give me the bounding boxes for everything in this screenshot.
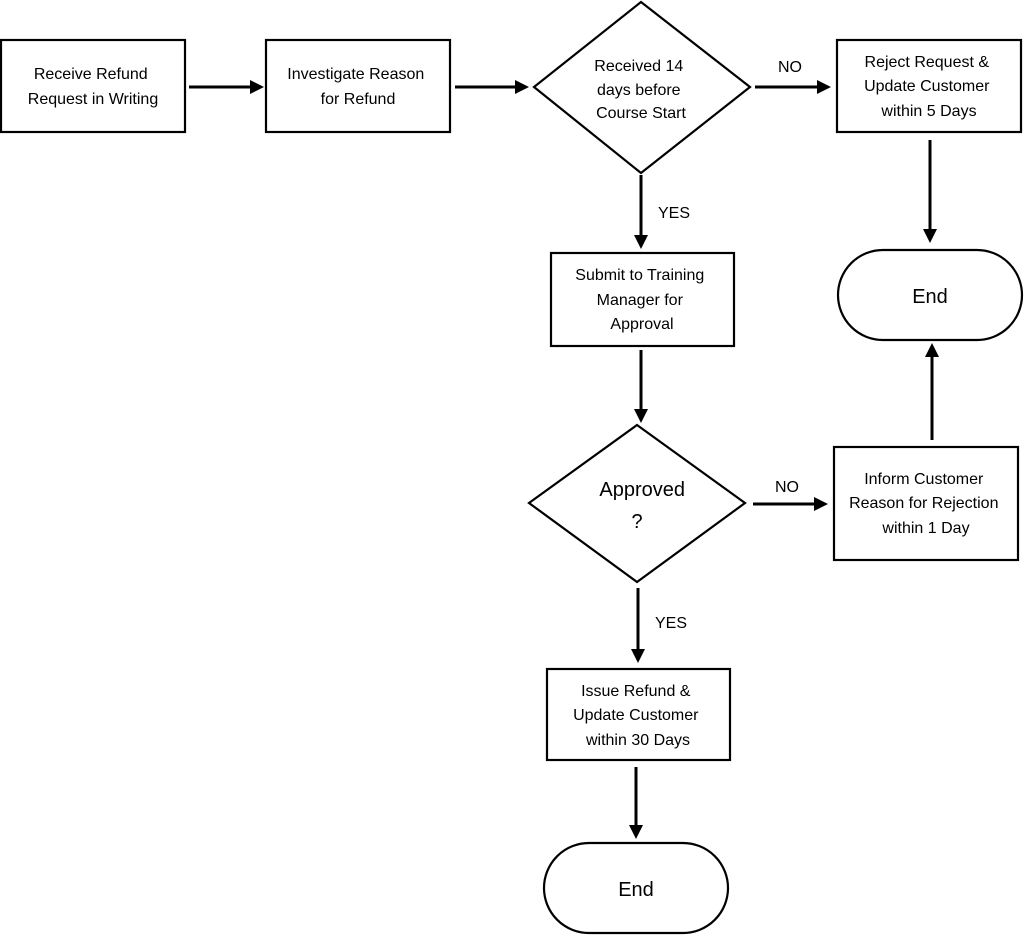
svg-text:Submit to Training Man: Submit to Training Manager for Approval (575, 267, 708, 333)
decision-received-14-days: Received 14 days before Course Start (532, 0, 752, 175)
edge-received-yes-to-submit: YES (634, 175, 690, 249)
svg-text:Issue Refund & Update: Issue Refund & Update Customer within 30… (573, 683, 703, 749)
svg-text:Reject Request & Updat: Reject Request & Update Customer within … (864, 54, 994, 120)
node-label-line: Issue Refund & (581, 683, 691, 700)
svg-text:Inform Customer Reason: Inform Customer Reason for Rejection wit… (849, 471, 1003, 537)
node-label-line: End (912, 286, 948, 308)
node-label-line: Inform Customer (864, 471, 984, 488)
edge-investigate-to-received (455, 80, 529, 94)
edge-label-approved-no: NO (775, 479, 799, 496)
node-label-line: ? (631, 511, 642, 533)
node-label-line: within 30 Days (585, 732, 690, 749)
edge-received-no-to-reject: NO (755, 59, 831, 94)
node-label-line: Reason for Rejection (849, 495, 998, 512)
node-label-line: within 5 Days (880, 103, 976, 120)
terminal-end-bottom: End (542, 841, 730, 935)
edge-approved-yes-to-issue: YES (631, 588, 687, 663)
node-label-line: Reject Request & (865, 54, 990, 71)
edge-inform-to-end (925, 343, 939, 440)
node-label-line: Manager for (597, 292, 684, 309)
node-label-line: Update Customer (573, 707, 699, 724)
node-label-line: Course Start (596, 105, 686, 122)
edge-reject-to-end (923, 140, 937, 243)
node-label-line: days before (597, 82, 681, 99)
edge-submit-to-approved (634, 350, 648, 423)
terminal-end-top: End (836, 248, 1024, 342)
node-label-line: Request in Writing (28, 91, 158, 108)
decision-approved: Approved ? (527, 423, 747, 584)
node-receive-refund-request: Receive Refund Request in Writing (0, 38, 187, 134)
node-label-line: within 1 Day (881, 520, 969, 537)
edge-receive-to-investigate (189, 80, 264, 94)
svg-text:Receive Refund Request: Receive Refund Request in Writing (28, 66, 158, 108)
node-label-line: Receive Refund (34, 66, 148, 83)
svg-text:Investigate Reason for: Investigate Reason for Refund (287, 66, 428, 108)
node-submit-training-manager: Submit to Training Manager for Approval (549, 251, 736, 348)
node-label-line: Approved (599, 479, 685, 501)
node-label-line: Investigate Reason (287, 66, 424, 83)
edges: NO YES NO (189, 59, 939, 839)
node-label-line: End (618, 879, 654, 901)
node-inform-customer: Inform Customer Reason for Rejection wit… (832, 445, 1020, 562)
node-label-line: Update Customer (864, 78, 990, 95)
edge-label-received-yes: YES (658, 205, 690, 222)
edge-label-received-no: NO (778, 59, 802, 76)
edge-label-approved-yes: YES (655, 615, 687, 632)
node-issue-refund: Issue Refund & Update Customer within 30… (545, 667, 732, 762)
svg-text:End: End (912, 286, 948, 308)
edge-issue-to-end (629, 767, 643, 839)
node-label-line: for Refund (321, 91, 396, 108)
node-label-line: Received 14 (594, 58, 683, 75)
edge-approved-no-to-inform: NO (753, 479, 828, 511)
svg-text:Approved ?: Approved ? (599, 479, 690, 533)
svg-text:End: End (618, 879, 654, 901)
node-reject-request: Reject Request & Update Customer within … (835, 38, 1023, 134)
svg-text:Received 14 days befor: Received 14 days before Course Start (594, 58, 687, 122)
node-investigate-reason: Investigate Reason for Refund (264, 38, 452, 134)
node-label-line: Submit to Training (575, 267, 704, 284)
node-label-line: Approval (610, 316, 673, 333)
